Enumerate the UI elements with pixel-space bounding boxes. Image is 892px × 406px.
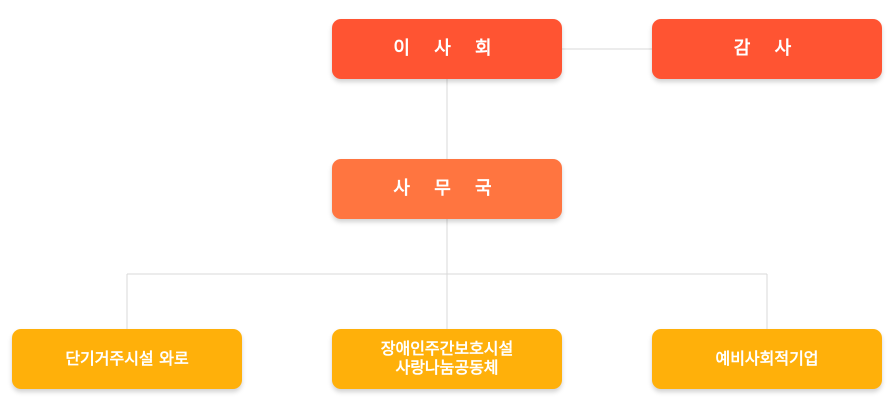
board-label: 이 사 회 — [393, 38, 501, 60]
social-enterprise-node: 예비사회적기업 — [652, 329, 882, 389]
center-label-line-1: 장애인주간보호시설 — [380, 339, 514, 359]
shelter-label: 단기거주시설 와로 — [65, 348, 189, 368]
social-label: 예비사회적기업 — [715, 348, 819, 368]
day-care-center-node: 장애인주간보호시설 사랑나눔공동체 — [332, 329, 562, 389]
audit-node: 감 사 — [652, 19, 882, 79]
shelter-node: 단기거주시설 와로 — [12, 329, 242, 389]
board-node: 이 사 회 — [332, 19, 562, 79]
office-node: 사 무 국 — [332, 159, 562, 219]
audit-label: 감 사 — [733, 38, 801, 60]
office-label: 사 무 국 — [393, 178, 501, 200]
center-label-line-2: 사랑나눔공동체 — [395, 358, 499, 377]
